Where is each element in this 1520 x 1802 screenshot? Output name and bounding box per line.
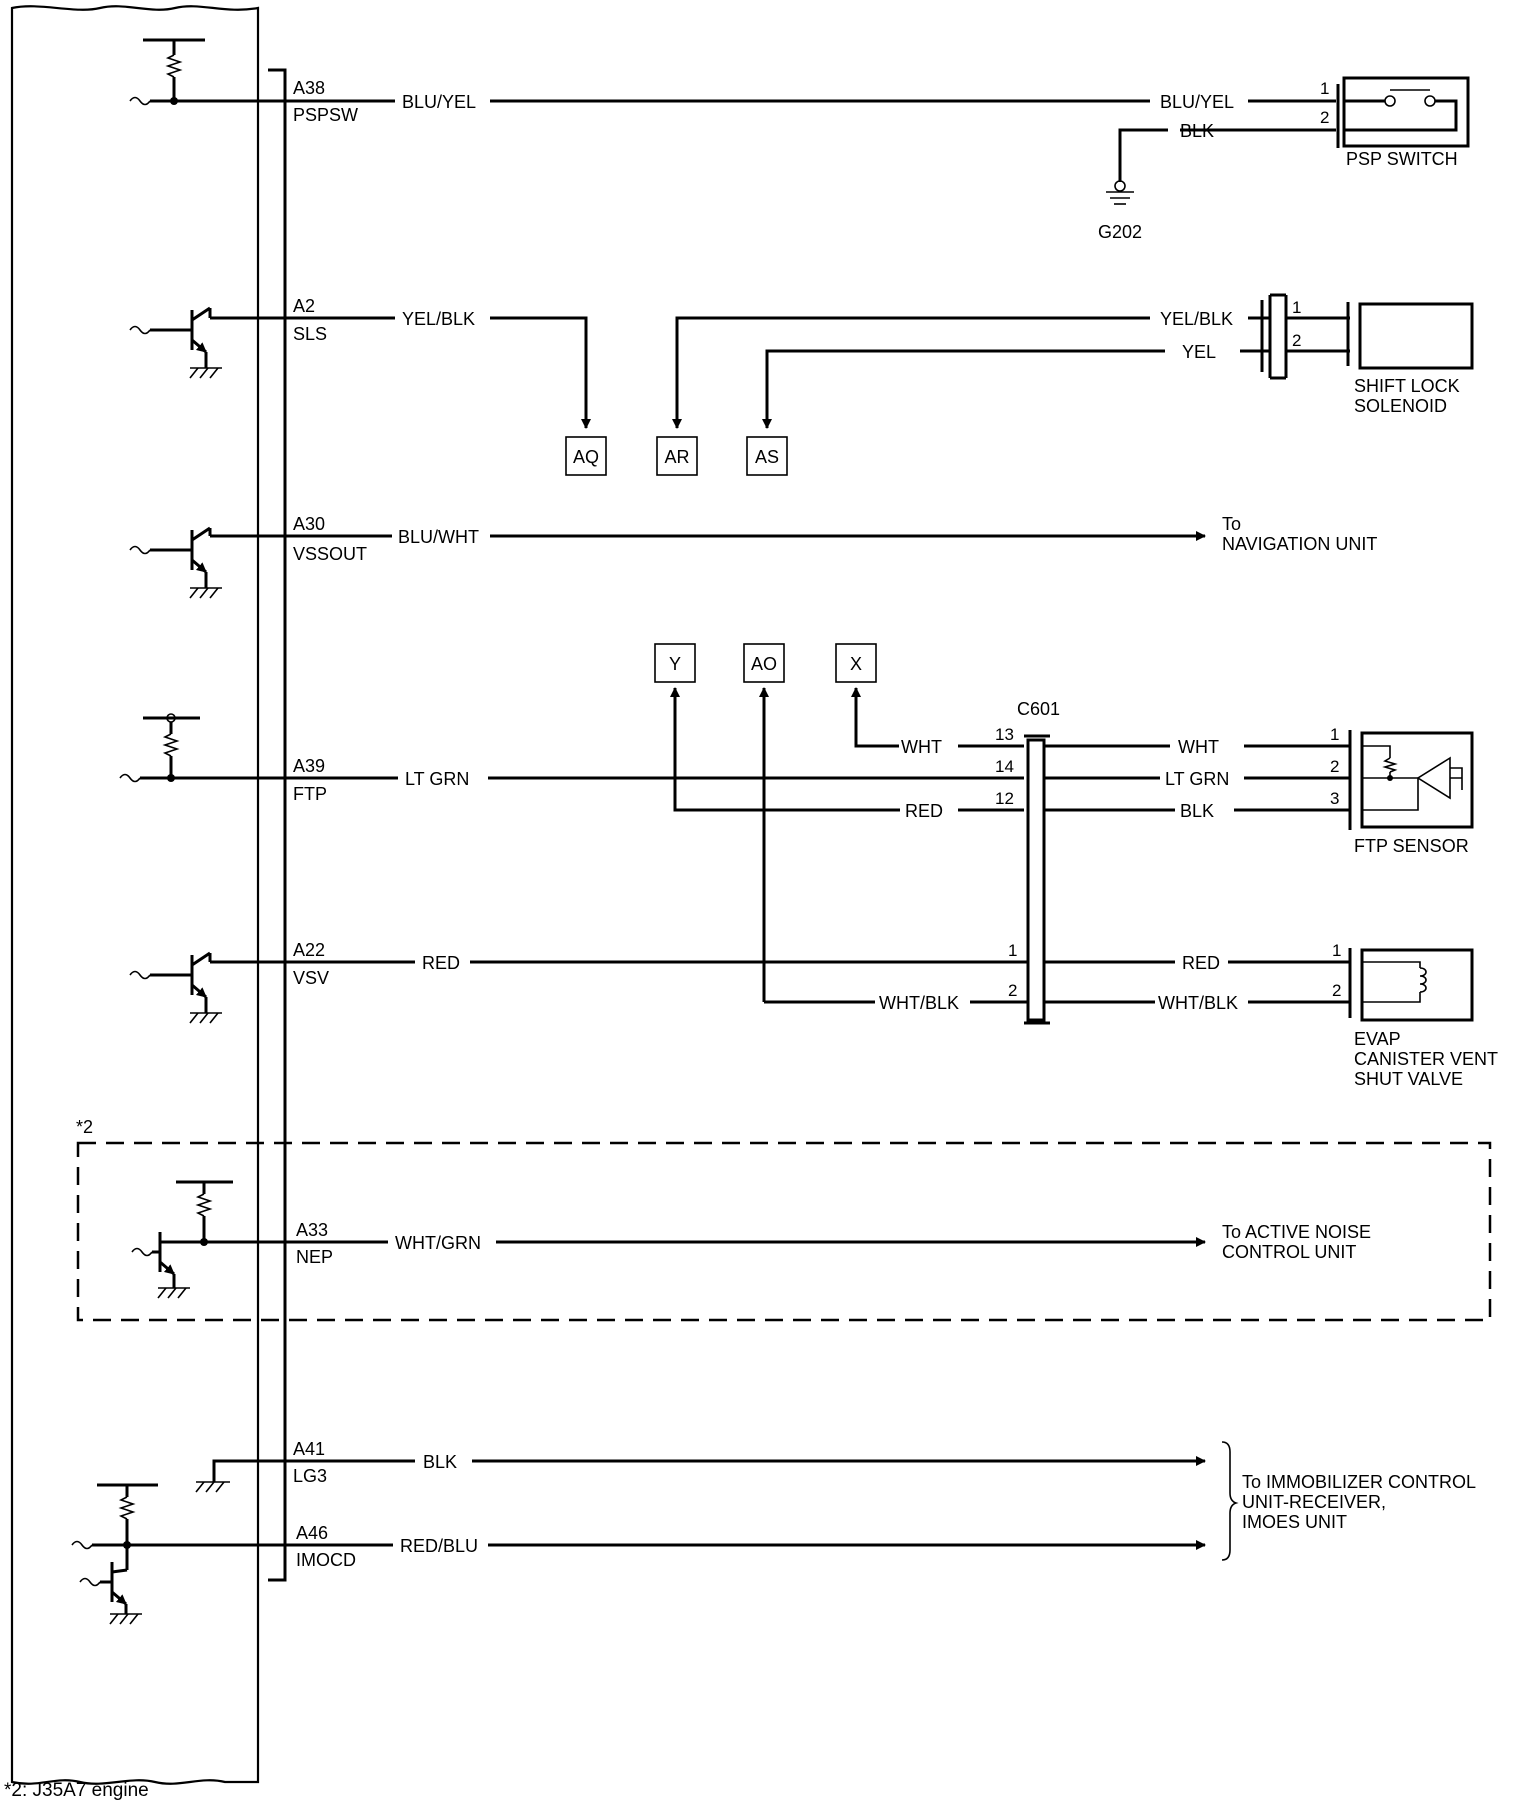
psp-switch-label: PSP SWITCH	[1346, 149, 1458, 169]
sls-internal-circuit	[129, 306, 285, 379]
wire-color-label: LT GRN	[405, 769, 469, 789]
shift-lock-label: SHIFT LOCK	[1354, 376, 1460, 396]
ftp-internal-circuit	[119, 713, 285, 783]
terminal-pin: A30	[293, 514, 325, 534]
terminal-name: SLS	[293, 324, 327, 344]
wire-color-label: WHT/BLK	[1158, 993, 1238, 1013]
wire-color-label: BLU/YEL	[402, 92, 476, 112]
immobilizer-label: To IMMOBILIZER CONTROL	[1242, 1472, 1476, 1492]
wire-color-label: WHT	[901, 737, 942, 757]
svg-text:AR: AR	[664, 447, 689, 467]
connector-ref-ar: AR	[656, 436, 698, 476]
connector-ref-as: AS	[746, 436, 788, 476]
wire-color-label: YEL/BLK	[1160, 309, 1233, 329]
nep-internal-circuit	[131, 1180, 285, 1299]
ground-label: G202	[1098, 222, 1142, 242]
navigation-label: NAVIGATION UNIT	[1222, 534, 1377, 554]
ftp-sensor-label: FTP SENSOR	[1354, 836, 1469, 856]
ecm-body	[10, 5, 287, 1785]
variant-note-label: *2	[76, 1117, 93, 1137]
pin-number: 2	[1332, 981, 1341, 1000]
terminal-name: VSV	[293, 968, 329, 988]
immobilizer-bracket	[1221, 1441, 1239, 1561]
shift-lock-solenoid	[1346, 302, 1474, 370]
psp-switch	[1336, 76, 1470, 148]
wire-color-label: LT GRN	[1165, 769, 1229, 789]
lg3-internal-circuit	[195, 1459, 285, 1493]
terminal-pin: A33	[296, 1220, 328, 1240]
terminal-pin: A46	[296, 1523, 328, 1543]
evap-valve	[1348, 948, 1474, 1022]
noise-control-label: CONTROL UNIT	[1222, 1242, 1356, 1262]
wire-color-label: BLK	[1180, 121, 1214, 141]
navigation-label: To	[1222, 514, 1241, 534]
wire-color-label: BLK	[1180, 801, 1214, 821]
wire-color-label: BLK	[423, 1452, 457, 1472]
pin-number: 2	[1320, 108, 1329, 127]
connector-ref-ao: AO	[743, 643, 785, 683]
terminal-pin: A41	[293, 1439, 325, 1459]
terminal-pin: A39	[293, 756, 325, 776]
evap-label: SHUT VALVE	[1354, 1069, 1463, 1089]
terminal-name: NEP	[296, 1247, 333, 1267]
wire-color-label: RED	[905, 801, 943, 821]
pin-number: 1	[1320, 79, 1329, 98]
wire-color-label: YEL/BLK	[402, 309, 475, 329]
terminal-pin: A38	[293, 78, 325, 98]
terminal-pin: A2	[293, 296, 315, 316]
pin-number: 1	[1008, 941, 1017, 960]
c601-label: C601	[1017, 699, 1060, 719]
immobilizer-label: IMOES UNIT	[1242, 1512, 1347, 1532]
terminal-name: FTP	[293, 784, 327, 804]
svg-text:Y: Y	[669, 654, 681, 674]
svg-text:AS: AS	[755, 447, 779, 467]
wire-color-label: WHT/GRN	[395, 1233, 481, 1253]
immobilizer-label: UNIT-RECEIVER,	[1242, 1492, 1386, 1512]
imocd-internal-circuit	[71, 1483, 285, 1625]
wire-color-label: RED/BLU	[400, 1536, 478, 1556]
engine-variant-box	[76, 1141, 1492, 1322]
svg-text:AQ: AQ	[573, 447, 599, 467]
terminal-name: LG3	[293, 1466, 327, 1486]
pin-number: 3	[1330, 789, 1339, 808]
wire-color-label: BLU/WHT	[398, 527, 479, 547]
pin-number: 2	[1330, 757, 1339, 776]
wire-color-label: WHT	[1178, 737, 1219, 757]
wire-color-label: RED	[1182, 953, 1220, 973]
pin-number: 13	[995, 725, 1014, 744]
noise-control-label: To ACTIVE NOISE	[1222, 1222, 1371, 1242]
vssout-internal-circuit	[129, 526, 285, 599]
sls-connector	[1240, 293, 1288, 380]
pin-number: 2	[1292, 331, 1301, 350]
pspsw-internal-circuit	[129, 38, 285, 106]
svg-text:X: X	[850, 654, 862, 674]
evap-label: CANISTER VENT	[1354, 1049, 1498, 1069]
pin-number: 2	[1008, 981, 1017, 1000]
terminal-name: VSSOUT	[293, 544, 367, 564]
wire-color-label: RED	[422, 953, 460, 973]
pin-number: 1	[1332, 941, 1341, 960]
terminal-pin: A22	[293, 940, 325, 960]
wire-color-label: BLU/YEL	[1160, 92, 1234, 112]
wire-color-label: WHT/BLK	[879, 993, 959, 1013]
ftp-sensor	[1348, 730, 1474, 830]
shift-lock-label: SOLENOID	[1354, 396, 1447, 416]
svg-text:AO: AO	[751, 654, 777, 674]
terminal-name: IMOCD	[296, 1550, 356, 1570]
pin-number: 1	[1292, 298, 1301, 317]
terminal-name: PSPSW	[293, 105, 358, 125]
connector-ref-x: X	[835, 643, 877, 683]
footnote: *2: J35A7 engine	[4, 1780, 149, 1801]
wire-color-label: YEL	[1182, 342, 1216, 362]
connector-ref-y: Y	[654, 643, 696, 683]
evap-label: EVAP	[1354, 1029, 1401, 1049]
c601-connector	[1024, 734, 1050, 1025]
pin-number: 12	[995, 789, 1014, 808]
pin-number: 1	[1330, 725, 1339, 744]
vsv-internal-circuit	[129, 951, 285, 1024]
pin-number: 14	[995, 757, 1014, 776]
connector-ref-aq: AQ	[565, 436, 607, 476]
